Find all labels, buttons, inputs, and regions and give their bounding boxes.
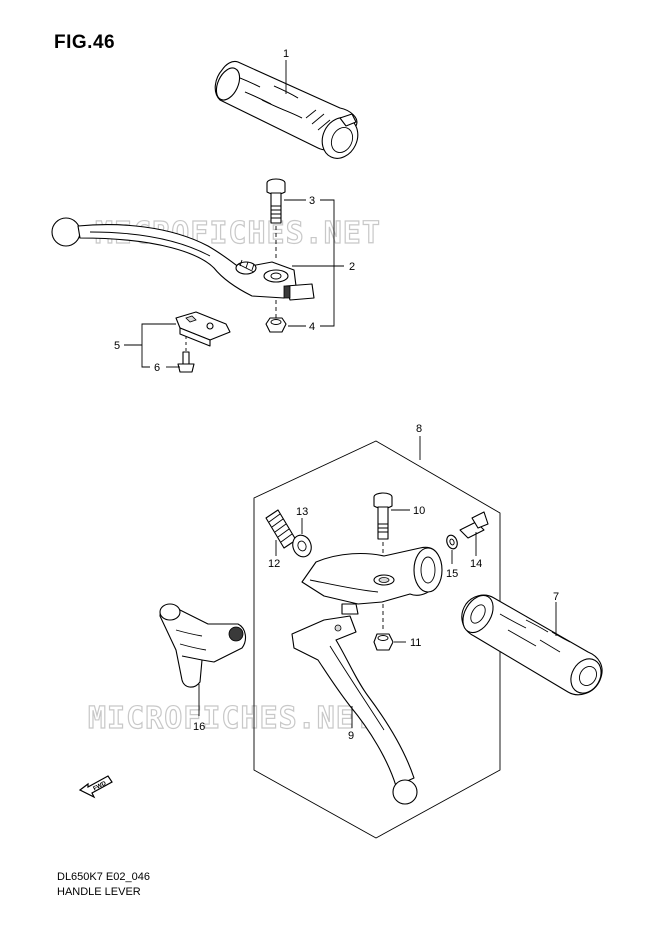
assembly-outline — [253, 440, 501, 839]
part-bolt-lower[interactable] — [373, 492, 393, 540]
callout-10: 10 — [413, 505, 425, 517]
callout-6: 6 — [154, 362, 160, 374]
callout-5: 5 — [114, 340, 120, 352]
part-grip-right[interactable] — [212, 60, 365, 164]
watermark-top: MICROFICHES.NET — [95, 216, 381, 251]
fwd-arrow-icon: FWD — [78, 775, 113, 799]
part-clutch-lever[interactable] — [291, 615, 418, 805]
part-locknut[interactable] — [290, 533, 314, 560]
callout-15: 15 — [446, 568, 458, 580]
part-bolt-top[interactable] — [266, 178, 286, 224]
part-grip-left[interactable] — [457, 590, 607, 698]
callout-4: 4 — [309, 321, 315, 333]
part-nut-lower[interactable] — [373, 633, 394, 651]
bracket-3-4 — [320, 199, 335, 327]
watermark-bottom: MICROFICHES.NET — [88, 701, 374, 736]
callout-13: 13 — [296, 506, 308, 518]
callout-11: 11 — [410, 637, 421, 649]
part-adjuster[interactable] — [265, 509, 297, 549]
part-lever-top[interactable] — [51, 217, 315, 301]
callout-3: 3 — [309, 195, 315, 207]
callout-7: 7 — [553, 591, 559, 603]
callout-8: 8 — [416, 423, 422, 435]
part-clutch-switch[interactable] — [159, 603, 247, 688]
part-bolt-small[interactable] — [459, 511, 489, 539]
callout-9: 9 — [348, 730, 354, 742]
callout-2: 2 — [349, 261, 355, 273]
part-switch[interactable] — [175, 311, 231, 347]
callout-16: 16 — [193, 721, 205, 733]
bracket-5-6 — [141, 323, 164, 368]
figure-title: FIG.46 — [54, 32, 116, 53]
part-clutch-holder[interactable] — [301, 546, 443, 615]
callout-1: 1 — [283, 48, 289, 60]
model-code: DL650K7 E02_046 — [57, 871, 150, 883]
figure-caption: HANDLE LEVER — [57, 886, 141, 898]
part-screw[interactable] — [177, 351, 195, 373]
callout-14: 14 — [470, 558, 482, 570]
part-washer[interactable] — [445, 534, 459, 551]
part-nut-top[interactable] — [265, 317, 287, 333]
callout-12: 12 — [268, 558, 280, 570]
